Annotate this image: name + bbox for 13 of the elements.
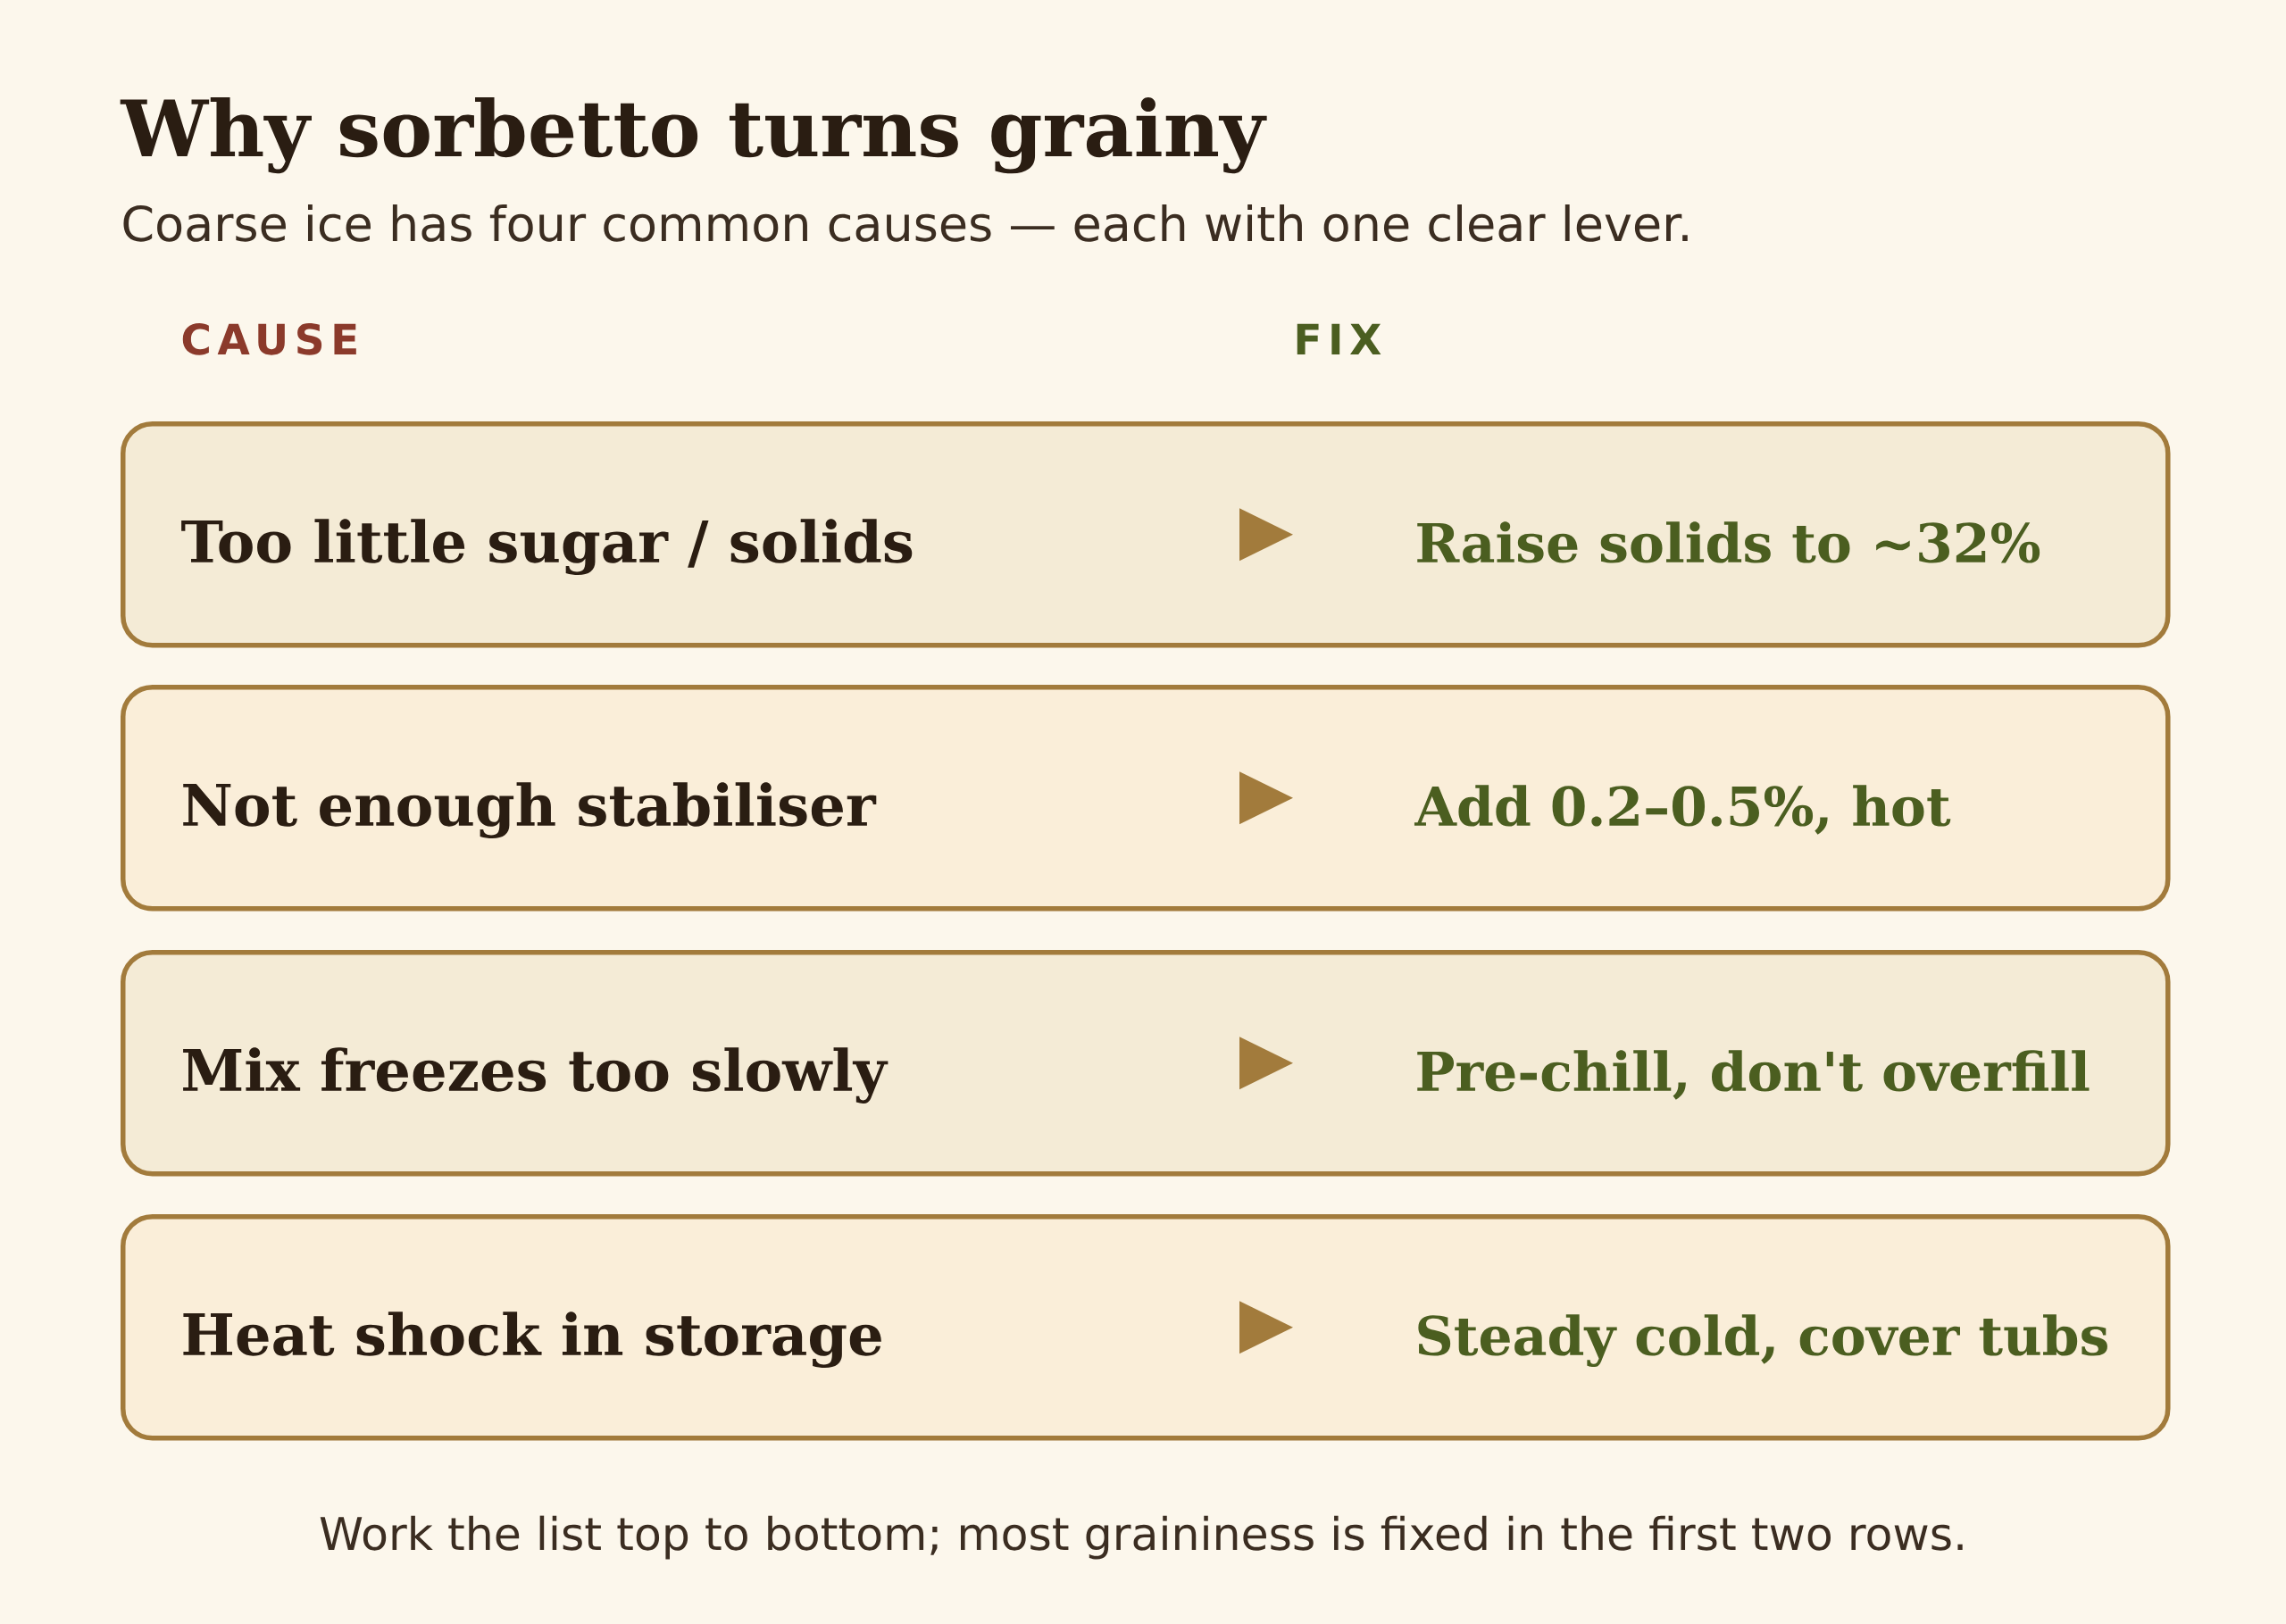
cause-text: Mix freezes too slowly [183,1047,889,1103]
column-heading: CAUSE [182,323,356,355]
caption: Work the list top to bottom; most graininess is fixed in the first two rows. [320,1515,1963,1560]
cause-text: Heat shock in storage [183,1312,881,1368]
cause-text: Too little sugar / solids [181,519,913,575]
fix-text: Steady cold, cover tubs [1418,1314,2107,1368]
title: Why sorbetto turns grainy [120,96,1267,174]
fix-text: Raise solids to ~32% [1417,521,2040,563]
fix-text: Pre-chill, don't overfill [1417,1050,2090,1100]
fix-text: Add 0.2–0.5%, hot [1414,785,1951,835]
subtitle: Coarse ice has four common causes — each with one clear lever. [123,204,1688,242]
column-heading: FIX [1297,323,1381,354]
cause-text: Not enough stabiliser [183,782,877,838]
